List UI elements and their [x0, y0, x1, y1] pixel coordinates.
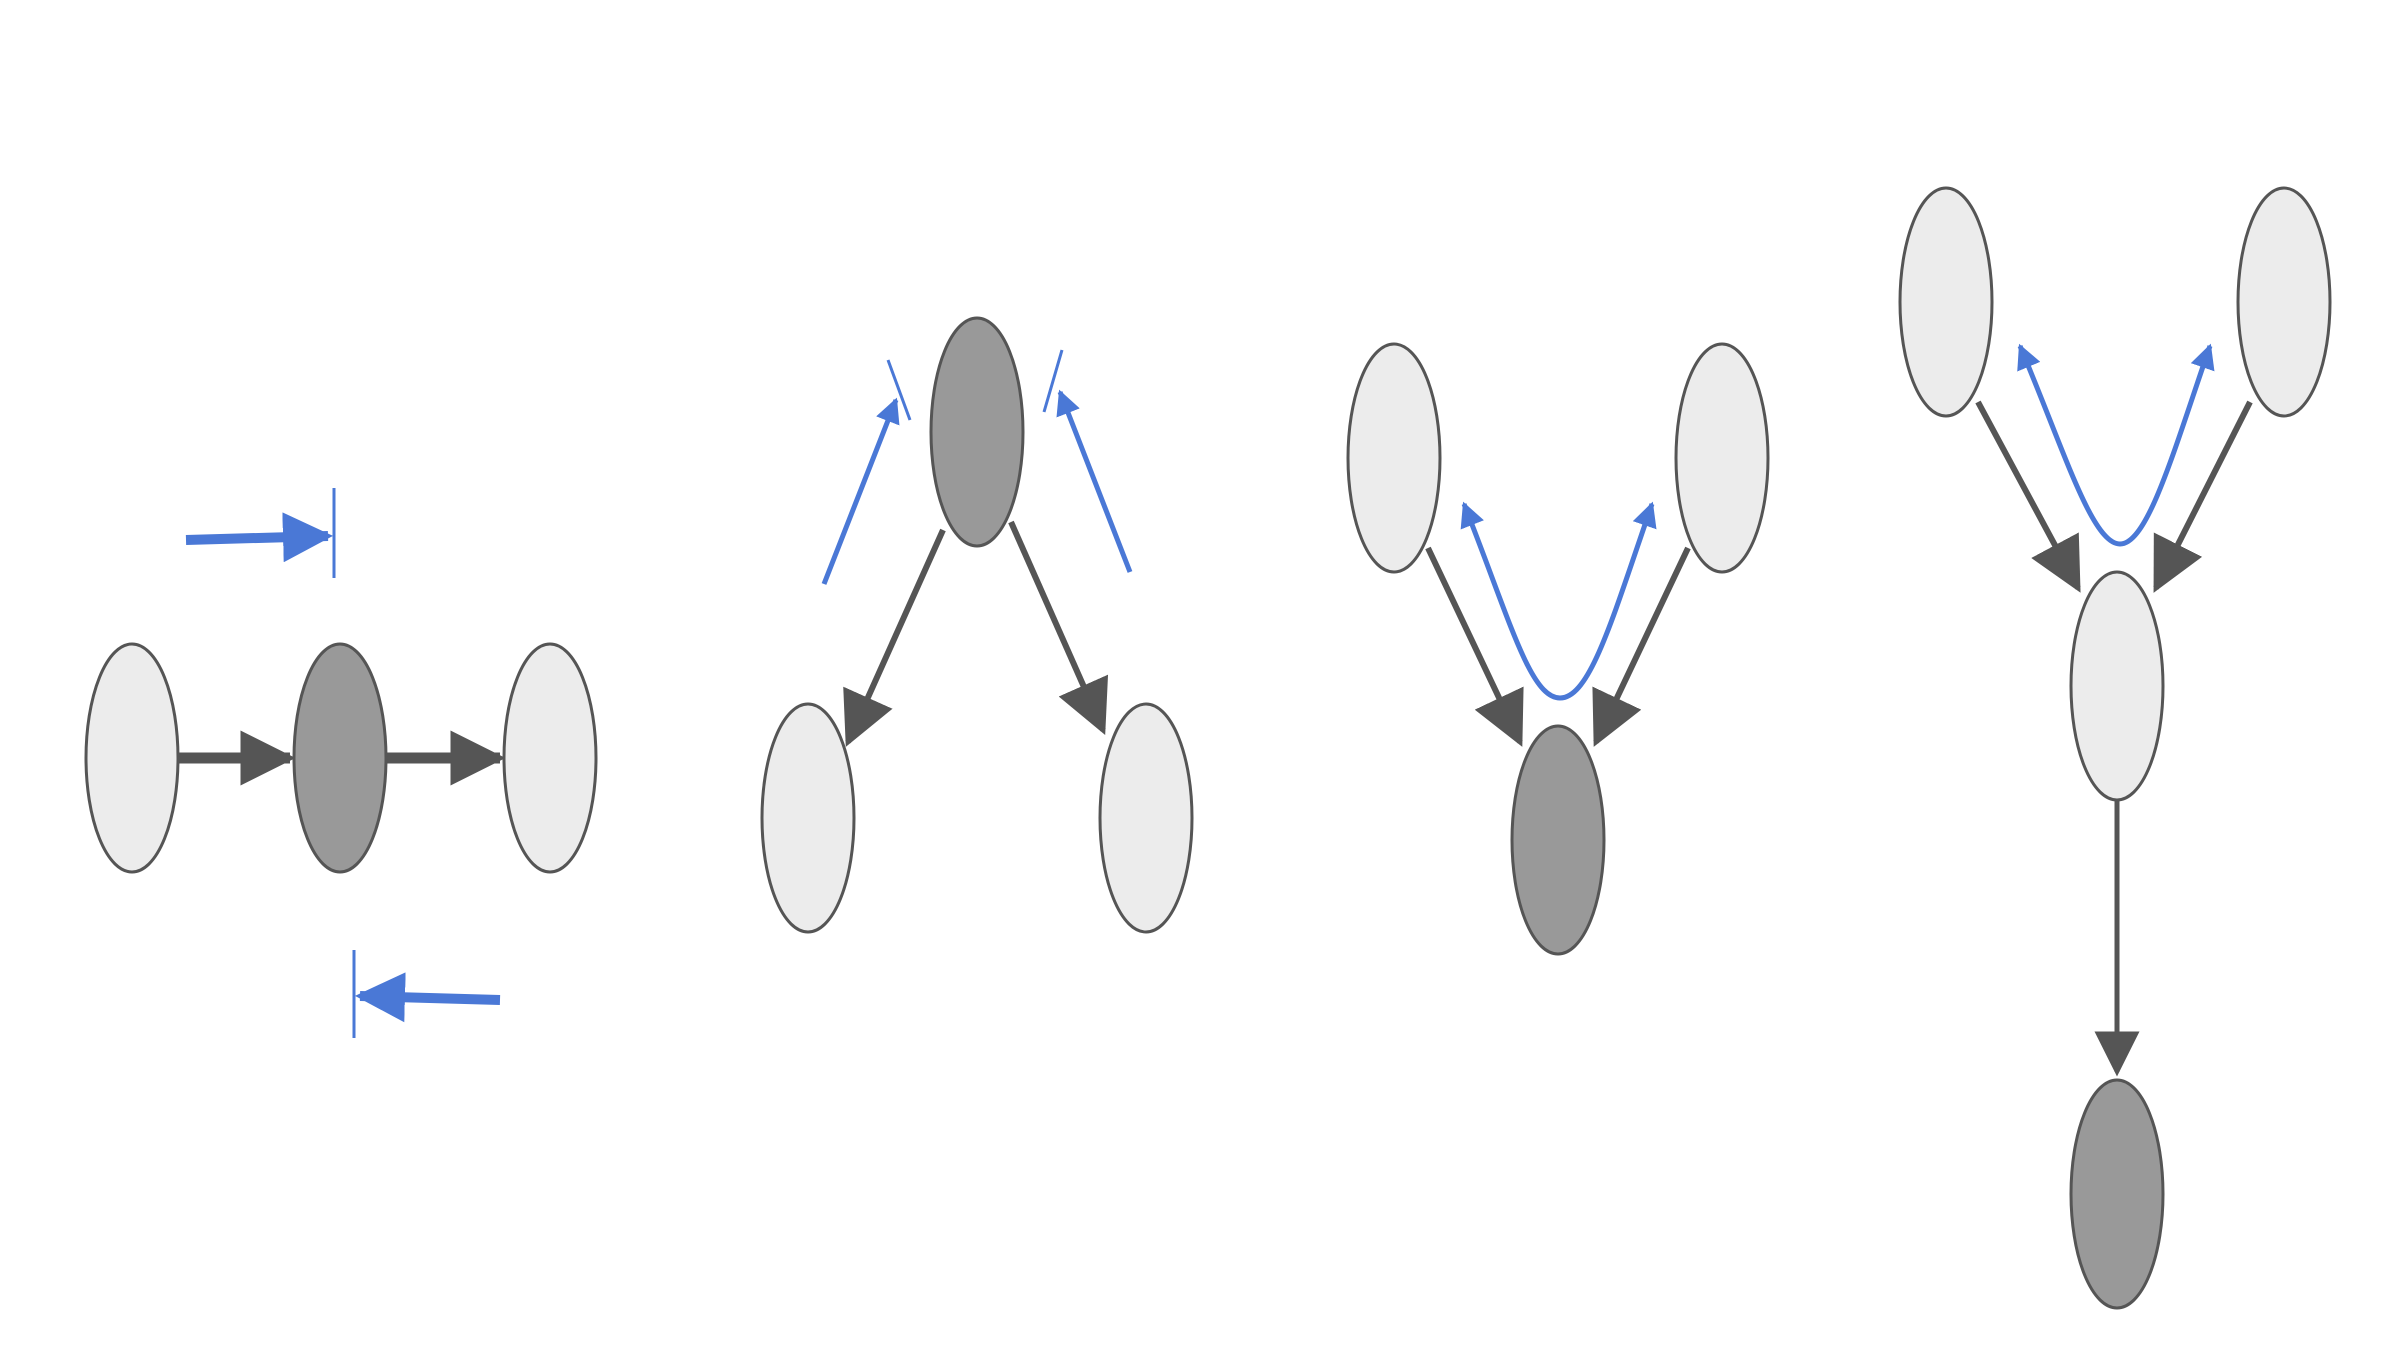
flow-arrow-forward-blocked [185, 512, 333, 563]
node-a-unobserved [84, 642, 180, 874]
node-c-observed [1510, 724, 1606, 956]
node-a-unobserved [1346, 342, 1442, 574]
panel-chain [84, 488, 598, 1038]
edge-a-b [843, 528, 946, 747]
node-d-observed [2069, 1078, 2165, 1310]
node-b-unobserved [1674, 342, 1770, 574]
node-b-observed [292, 642, 388, 874]
node-b-unobserved [2236, 186, 2332, 418]
edge-a-c [1425, 546, 1524, 747]
edge-a-c [1975, 400, 2081, 593]
node-c-unobserved [2069, 570, 2165, 802]
flow-path-active [2017, 343, 2215, 547]
panel-fork [760, 316, 1194, 934]
panel-collider-descendant [1898, 186, 2332, 1310]
flow-arrow-right-blocked [1056, 389, 1133, 573]
block-bar-right [1042, 349, 1064, 413]
node-c-unobserved [1098, 702, 1194, 934]
edge-b-c [1592, 546, 1691, 747]
node-c-unobserved [502, 642, 598, 874]
node-b-unobserved [760, 702, 856, 934]
block-bar-left [886, 359, 912, 421]
panel-collider [1346, 342, 1770, 956]
flow-path-active [1460, 501, 1657, 701]
edge-a-c [1008, 520, 1109, 735]
flow-arrow-left-blocked [821, 397, 900, 585]
edge-b-c [2153, 400, 2253, 593]
node-a-unobserved [1898, 186, 1994, 418]
flow-arrow-backward-blocked [355, 972, 501, 1023]
node-a-observed [929, 316, 1025, 548]
